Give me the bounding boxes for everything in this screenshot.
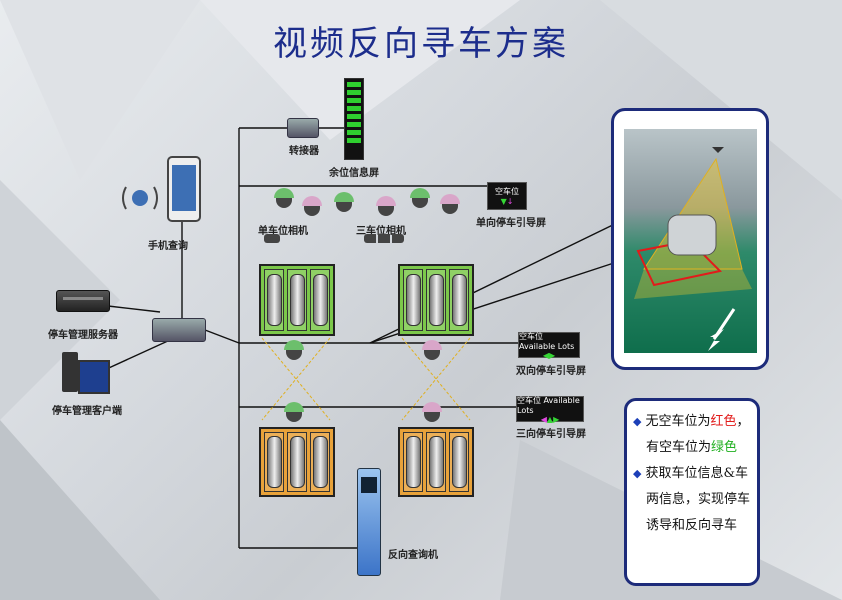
triple-camera-label: 三车位相机 xyxy=(356,226,406,237)
dome-camera-icon xyxy=(284,402,304,422)
note-line2a: 有空车位为 xyxy=(646,440,712,455)
one-way-sign-label: 单向停车引导屏 xyxy=(476,218,546,229)
parking-lot-orange xyxy=(398,427,474,497)
remaining-display-label: 余位信息屏 xyxy=(329,168,379,179)
two-way-sign-en: Available Lots xyxy=(519,341,575,351)
note-line4: 两信息，实现停车 xyxy=(646,492,751,507)
two-way-guidance-sign: 空车位 Available Lots ◀▶ xyxy=(518,331,580,360)
arrow-icon: ▼↓ xyxy=(500,197,514,206)
camera-view-photo xyxy=(624,129,757,353)
car-icon xyxy=(264,234,280,243)
one-way-guidance-sign: 空车位 ▼↓ xyxy=(487,182,527,210)
parking-lot-orange xyxy=(259,427,335,497)
dome-camera-icon xyxy=(376,196,396,216)
arrow-icon: ◀▲▶ xyxy=(540,414,560,424)
server-device xyxy=(56,290,110,312)
note-green: 绿色 xyxy=(711,440,738,455)
dome-camera-icon xyxy=(440,194,460,214)
dome-camera-icon xyxy=(422,402,442,422)
car-icon xyxy=(364,234,404,243)
note-red: 红色 xyxy=(710,414,737,429)
camera-view-frame xyxy=(611,108,769,370)
page-title: 视频反向寻车方案 xyxy=(273,24,569,64)
wifi-icon xyxy=(122,186,158,210)
dome-camera-icon xyxy=(410,188,430,208)
remaining-spaces-display xyxy=(344,78,364,160)
three-way-guidance-sign: 空车位 Available Lots ◀▲▶ xyxy=(516,395,584,424)
dome-camera-icon xyxy=(422,340,442,360)
note-line1a: 无空车位为 xyxy=(645,414,711,429)
network-switch xyxy=(152,318,206,342)
three-way-sign-title: 空车位 xyxy=(517,395,541,405)
three-way-sign-label: 三向停车引导屏 xyxy=(516,429,586,440)
legend-note: ◆无空车位为红色， 有空车位为绿色 ◆获取车位信息&车 两信息，实现停车 诱导和… xyxy=(624,398,760,586)
dome-camera-icon xyxy=(334,192,354,212)
three-way-sign-en: Available Lots xyxy=(517,395,580,415)
two-way-sign-label: 双向停车引导屏 xyxy=(516,366,586,377)
smartphone xyxy=(167,156,201,222)
kiosk-label: 反向查询机 xyxy=(388,550,438,561)
parking-lot-green xyxy=(398,264,474,336)
dome-camera-icon xyxy=(284,340,304,360)
phone-query-label: 手机查询 xyxy=(148,241,188,252)
server-label: 停车管理服务器 xyxy=(48,330,118,341)
client-label: 停车管理客户端 xyxy=(52,406,122,417)
note-line3: 获取车位信息&车 xyxy=(645,466,749,481)
parking-lot-green xyxy=(259,264,335,336)
note-line5: 诱导和反向寻车 xyxy=(646,518,738,533)
one-way-sign-text: 空车位 xyxy=(495,187,519,196)
arrow-icon: ◀▶ xyxy=(542,350,556,360)
converter-device xyxy=(287,118,319,138)
query-kiosk xyxy=(357,468,381,576)
dome-camera-icon xyxy=(302,196,322,216)
dome-camera-icon xyxy=(274,188,294,208)
client-monitor xyxy=(78,360,110,394)
single-camera-label: 单车位相机 xyxy=(258,226,308,237)
two-way-sign-title: 空车位 xyxy=(519,331,543,341)
note-line1c: ， xyxy=(736,414,750,429)
client-tower xyxy=(62,352,78,392)
converter-label: 转接器 xyxy=(289,146,319,157)
